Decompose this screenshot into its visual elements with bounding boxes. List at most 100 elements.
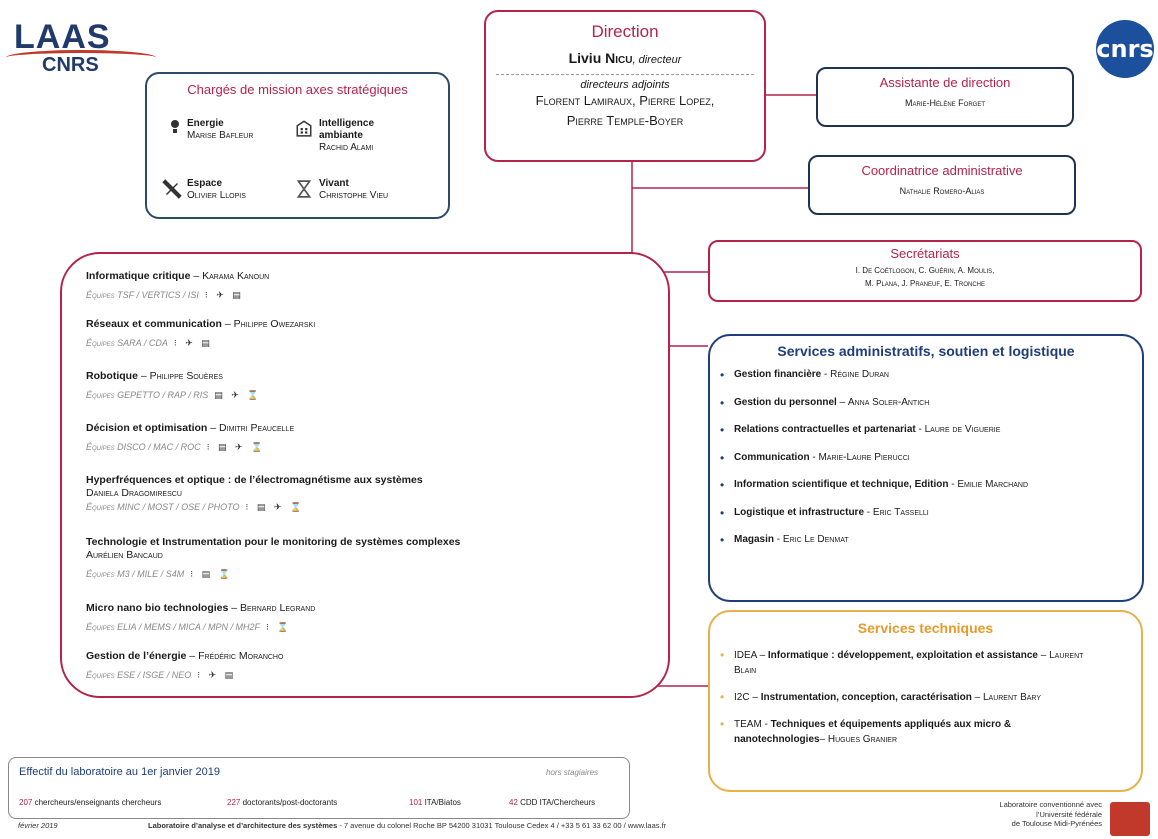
charge-name: Christophe Vieu [319,190,389,201]
admin-item-label: Logistique et infrastructure [734,506,865,518]
axe-technologie-instrumentation: Technologie et Instrumentation pour le m… [86,536,460,581]
services-techniques-box: Services techniques IDEA – Informatique … [708,610,1143,792]
stat-cdd: 42 CDD ITA/Chercheurs [509,798,595,807]
secretariats-title: Secrétariats [890,246,960,261]
admin-item: Magasin - Eric Le Denmat [720,533,1142,562]
axe-title: Technologie et Instrumentation pour le m… [86,536,461,548]
admin-item: Gestion financière - Régine Duran [720,368,1142,397]
admin-item-label: Magasin [734,534,775,545]
direction-divider [496,74,754,75]
axe-equipes: Équipes M3 / MILE / S4M [86,569,185,579]
tech-item-sep: – [1037,650,1050,661]
assistante-box: Assistante de direction Marie-Hélène For… [816,67,1074,127]
admin-item-label: Information scientifique et technique, E… [734,479,949,490]
charge-name: Olivier Llopis [187,190,246,201]
charges-mission-box: Chargés de mission axes stratégiques Ene… [145,72,450,219]
satellite-icon [162,179,182,199]
axe-decision: Décision et optimisation – Dimitri Peauc… [86,422,294,454]
services-admin-box: Services administratifs, soutien et logi… [708,334,1144,602]
axe-person: Karama Kanoun [202,270,270,282]
axe-icons: ⁝ ⌛ [266,622,292,632]
axe-gestion-energie: Gestion de l’énergie – Frédéric Morancho… [86,650,283,682]
charge-label: Vivant [319,178,349,189]
admin-item-label: Communication [734,451,810,463]
admin-item-sep: - [774,534,783,545]
tech-item-name: Laurent Blain [734,650,1084,676]
stat-number: 101 [409,798,423,807]
axe-title: Hyperfréquences et optique : de l’électr… [86,474,423,486]
admin-item-name: Eric Tasselli [872,506,929,518]
tech-item-name: Laurent Bary [982,692,1042,703]
admin-item-sep: - [864,506,873,518]
axe-robotique: Robotique – Philippe Souères Équipes GEP… [86,370,261,402]
stat-number: 42 [509,798,518,807]
axe-equipes: Équipes ELIA / MEMS / MICA / MPN / MH2F [86,622,261,632]
charge-energie: Energie Marise Bafleur [171,118,254,142]
tech-item-sep: – [819,734,828,745]
tech-item: TEAM - Techniques et équipements appliqu… [720,717,1104,747]
axe-icons: ⁝ ▤ ✈ ⌛ [206,442,266,452]
axe-person: Frédéric Morancho [198,650,284,662]
admin-item: Gestion du personnel – Anna Soler-Antich [720,396,1142,425]
admin-item-sep: - [821,369,831,380]
charge-label: Espace [187,178,223,189]
axe-icons: ▤ ✈ ⌛ [214,390,262,400]
axe-sep: – [137,370,150,382]
stat-label: doctorants/post-doctorants [240,798,338,807]
assistante-title: Assistante de direction [879,75,1011,90]
tech-item: I2C – Instrumentation, conception, carac… [720,690,1104,705]
admin-item-label: Relations contractuelles et partenariat [734,424,916,435]
director-role: , directeur [632,54,682,66]
stat-ita: 101 ITA/Biatos [409,798,461,807]
laas-logo-text: LAAS [14,18,111,56]
charge-name: Marise Bafleur [187,130,254,141]
axe-equipes: Équipes GEPETTO / RAP / RIS [86,390,209,400]
charge-label: Intelligence ambiante [319,118,375,141]
axes-box: Informatique critique – Karama Kanoun Éq… [60,252,670,698]
axe-equipes: Équipes TSF / VERTICS / ISI [86,290,199,300]
footer-convention: Laboratoire conventionné avec l’Universi… [962,800,1102,829]
axe-equipes: Équipes SARA / CDA [86,338,168,348]
axe-person: Philippe Owezarski [233,318,316,330]
tech-item-prefix: IDEA – [734,650,768,661]
admin-item-label: Gestion du personnel [734,396,837,408]
axe-icons: ⁝ ▤ ✈ ⌛ [245,502,305,512]
charge-name: Rachid Alami [319,142,374,153]
convention-line-3: de Toulouse Midi-Pyrénées [1011,819,1102,828]
hourglass-icon [296,180,312,198]
coordinatrice-box: Coordinatrice administrative Nathalie Ro… [808,155,1076,215]
admin-item-label: Gestion financière [734,369,822,380]
tech-item-label: Informatique : développement, exploitati… [767,650,1038,661]
admin-item: Logistique et infrastructure - Eric Tass… [720,506,1142,535]
admin-item-name: Emilie Marchand [957,479,1029,490]
axe-micro-nano-bio: Micro nano bio technologies – Bernard Le… [86,602,315,634]
admin-item-name: Marie-Laure Pierucci [818,451,910,463]
admin-item-name: Eric Le Denmat [782,534,849,545]
effectif-note: hors stagiaires [546,768,599,777]
energy-icon [171,120,179,133]
tech-item-sep: – [971,692,983,703]
convention-line-1: Laboratoire conventionné avec [999,800,1102,809]
tech-item-label: Techniques et équipements appliqués aux … [734,719,1012,745]
axe-sep: – [221,318,234,330]
admin-item: Information scientifique et technique, E… [720,478,1142,507]
coordinatrice-title: Coordinatrice administrative [861,163,1023,178]
admin-item-sep: – [836,396,848,408]
axe-equipes: Équipes DISCO / MAC / ROC [86,442,201,452]
axe-person: Daniela Dragomirescu [86,487,182,499]
director-line: Liviu Nicu, directeur [486,50,764,66]
axe-title: Décision et optimisation [86,422,208,434]
admin-list: Gestion financière - Régine Duran Gestio… [720,368,1142,562]
charge-label: Energie [187,118,224,129]
tech-item-prefix: TEAM - [734,719,771,730]
cnrs-logo: cnrs [1096,20,1154,78]
assistante-name: Marie-Hélène Forget [904,98,985,108]
laas-cnrs-logo: LAAS CNRS [6,18,156,90]
stat-label: CDD ITA/Chercheurs [517,798,596,807]
axe-title: Réseaux et communication [86,318,222,330]
admin-item-sep: - [948,479,958,490]
axe-informatique-critique: Informatique critique – Karama Kanoun Éq… [86,270,269,302]
stat-number: 227 [227,798,241,807]
effectif-box: Effectif du laboratoire au 1er janvier 2… [8,757,630,819]
axe-sep: – [190,270,203,282]
